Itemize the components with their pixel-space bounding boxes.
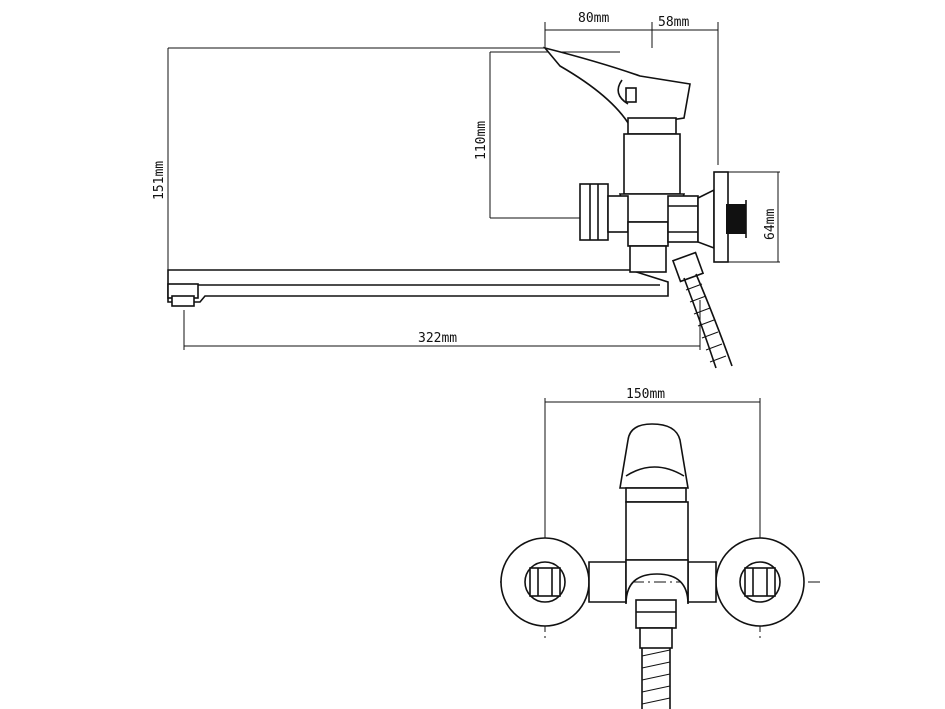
dim-322mm-label: 322mm [418,331,457,346]
dim-151mm-label: 151mm [152,161,167,200]
dim-64mm-label: 64mm [763,209,778,240]
dim-80mm-label: 80mm [578,11,609,26]
dim-110mm-label: 110mm [474,121,489,160]
front-view: 150mm [500,387,820,709]
dim-150mm-label: 150mm [626,387,665,402]
dim-58mm-label: 58mm [658,15,689,30]
side-view: 80mm 58mm 151mm 110mm 64mm 322mm [152,11,780,369]
